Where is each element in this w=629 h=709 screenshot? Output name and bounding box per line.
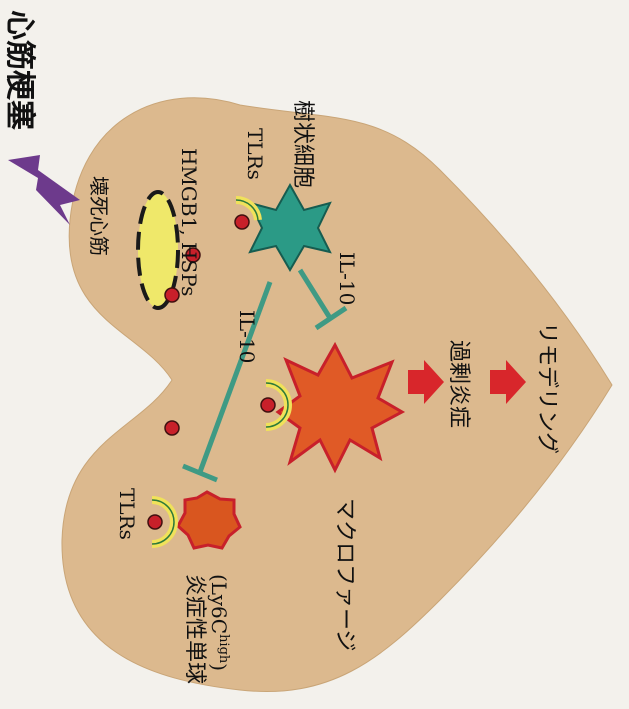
title-label: 心筋梗塞 bbox=[2, 10, 37, 130]
lightning-bolt-icon bbox=[8, 155, 80, 225]
macrophage-label: マクロファージ bbox=[332, 498, 357, 652]
tlr-receptor-outline bbox=[235, 199, 259, 221]
inhibit-bar-left bbox=[182, 463, 218, 483]
necrotic-label: 壊死心筋 bbox=[87, 176, 111, 256]
inhibit-bar-right bbox=[314, 305, 348, 331]
damp-dot bbox=[164, 287, 180, 303]
damps-label: HMGB1, HSPs bbox=[177, 148, 201, 296]
tlr-receptor-outline bbox=[265, 382, 289, 428]
tlr-receptor-outline bbox=[151, 499, 175, 545]
monocyte-cell bbox=[176, 490, 242, 550]
inhibit-line-left bbox=[197, 281, 273, 473]
il10-left-label: IL-10 bbox=[235, 310, 259, 363]
excess-inflammation-label: 過剰炎症 bbox=[446, 340, 471, 428]
arrow-to-excess bbox=[408, 360, 444, 404]
ly6c-label: (Ly6Chigh) bbox=[207, 574, 231, 671]
damp-dot bbox=[260, 397, 276, 413]
damp-dot bbox=[234, 214, 250, 230]
necrotic-myocardium bbox=[136, 190, 180, 310]
macrophage-cell bbox=[275, 341, 406, 474]
dendritic-label: 樹状細胞 bbox=[290, 100, 315, 188]
remodeling-label: リモデリング bbox=[534, 322, 559, 454]
monocyte-label: 炎症性単球 bbox=[182, 574, 207, 684]
tlrs-mono-label: TLRs bbox=[115, 488, 139, 540]
arrow-to-remodeling bbox=[490, 360, 526, 404]
damp-dot bbox=[147, 514, 163, 530]
damp-dot bbox=[185, 247, 201, 263]
il10-right-label: IL-10 bbox=[335, 252, 359, 305]
tlrs-dc-label: TLRs bbox=[243, 128, 267, 180]
inhibit-line-right bbox=[297, 268, 333, 320]
ly6c-sup: high bbox=[216, 634, 231, 664]
damp-dot bbox=[164, 420, 180, 436]
